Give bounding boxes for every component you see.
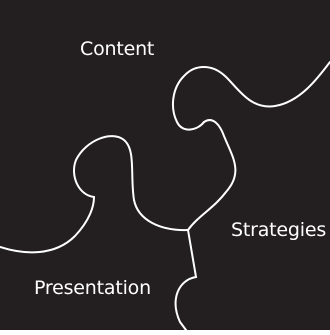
label-strategies: Strategies [231, 219, 327, 241]
divider-content-presentation [0, 135, 189, 254]
divider-strategies-presentation [174, 229, 198, 331]
bottom-edge [0, 330, 330, 335]
label-content: Content [80, 38, 155, 60]
label-presentation: Presentation [34, 277, 151, 299]
divider-content-strategies [171, 61, 330, 131]
divider-strategies-content [187, 119, 237, 231]
